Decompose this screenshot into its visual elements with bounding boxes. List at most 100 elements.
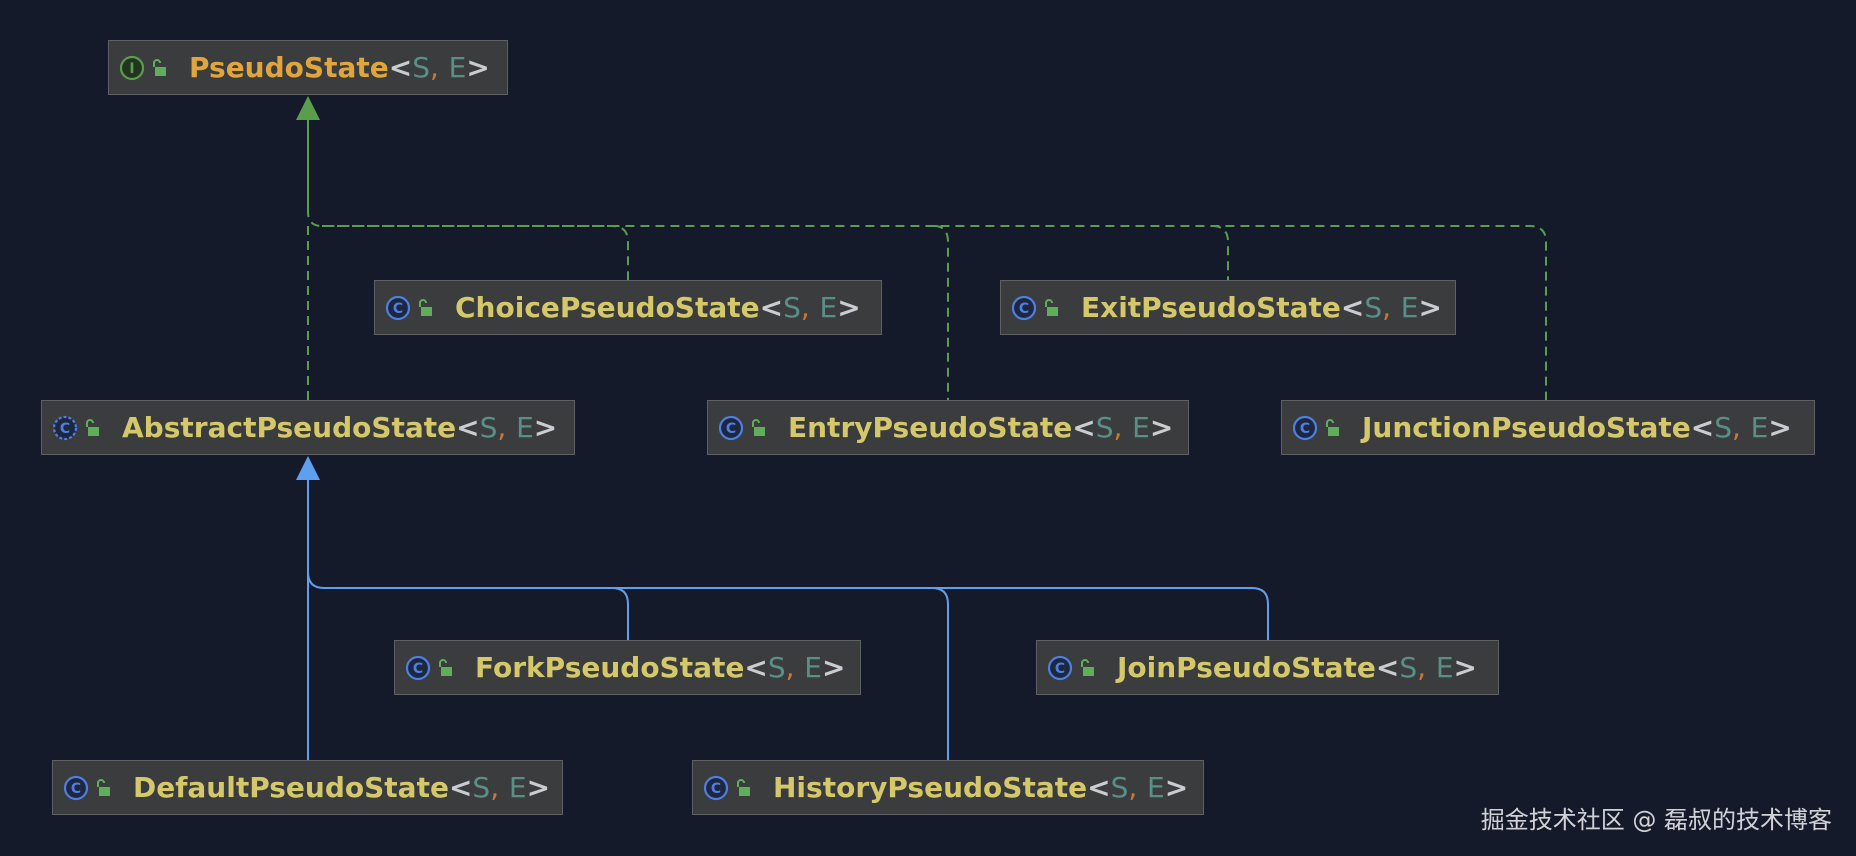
svg-text:C: C [60, 421, 70, 437]
public-visibility-icon [437, 658, 475, 678]
type-param-separator: , [1113, 411, 1123, 444]
generic-open-bracket: < [388, 51, 413, 84]
generic-close-bracket: > [822, 651, 846, 684]
generic-close-bracket: > [1164, 771, 1189, 804]
class-name: ExitPseudoState [1081, 291, 1341, 324]
class-node-choice[interactable]: C ChoicePseudoState<S, E> [374, 280, 882, 335]
class-name: ChoicePseudoState [455, 291, 760, 324]
type-param-separator: , [497, 411, 507, 444]
type-param: S [479, 411, 498, 444]
type-param-separator: , [1732, 411, 1741, 444]
svg-text:C: C [1019, 301, 1029, 317]
svg-text:C: C [1300, 421, 1310, 437]
implements-edge-junction [307, 118, 1547, 400]
type-param: E [448, 51, 467, 84]
svg-text:C: C [393, 301, 403, 317]
class-name: PseudoState [189, 51, 389, 84]
class-name: EntryPseudoState [788, 411, 1073, 444]
generic-close-bracket: > [466, 51, 490, 84]
class-icon: C [405, 655, 437, 681]
class-name: HistoryPseudoState [773, 771, 1088, 804]
extends-edge-join [307, 478, 1269, 640]
public-visibility-icon [1324, 418, 1362, 438]
class-node-junction[interactable]: C JunctionPseudoState<S, E> [1281, 400, 1815, 455]
type-param-separator: , [429, 51, 439, 84]
generic-open-bracket: < [1072, 411, 1096, 444]
svg-text:C: C [726, 421, 736, 437]
type-param-separator: , [1382, 291, 1392, 324]
class-node-fork[interactable]: C ForkPseudoState<S, E> [394, 640, 861, 695]
public-visibility-icon [735, 778, 773, 798]
type-param: S [783, 291, 801, 324]
class-node-entry[interactable]: C EntryPseudoState<S, E> [707, 400, 1189, 455]
watermark: 掘金技术社区 @ 磊叔的技术博客 [1480, 806, 1832, 834]
generic-open-bracket: < [744, 651, 768, 684]
class-name: DefaultPseudoState [133, 771, 449, 804]
generic-close-bracket: > [1149, 411, 1174, 444]
implements-arrowhead [296, 96, 320, 120]
generic-close-bracket: > [1768, 411, 1792, 444]
class-node-pseudo-state[interactable]: I PseudoState<S, E> [108, 40, 508, 95]
type-param: S [1399, 651, 1418, 684]
type-param: E [1132, 411, 1150, 444]
implements-edge-choice [322, 225, 629, 280]
class-name: ForkPseudoState [475, 651, 745, 684]
class-icon: C [1292, 415, 1324, 441]
class-name: JoinPseudoState [1117, 651, 1376, 684]
type-param: E [1147, 771, 1165, 804]
generic-close-bracket: > [837, 291, 861, 324]
generic-open-bracket: < [448, 771, 473, 804]
type-param-separator: , [490, 771, 500, 804]
type-param: E [819, 291, 838, 324]
public-visibility-icon [95, 778, 133, 798]
type-param: E [1750, 411, 1769, 444]
class-icon: C [385, 295, 417, 321]
type-param: S [1095, 411, 1114, 444]
type-param: S [472, 771, 491, 804]
extends-edge-history [931, 587, 949, 760]
class-name: AbstractPseudoState [122, 411, 457, 444]
type-param-separator: , [785, 651, 795, 684]
class-name: JunctionPseudoState [1362, 411, 1691, 444]
generic-open-bracket: < [1340, 291, 1365, 324]
class-node-default[interactable]: C DefaultPseudoState<S, E> [52, 760, 563, 815]
type-param: S [1714, 411, 1733, 444]
type-param: E [804, 651, 822, 684]
generic-open-bracket: < [759, 291, 784, 324]
public-visibility-icon [1043, 298, 1081, 318]
public-visibility-icon [417, 298, 455, 318]
type-param: E [1435, 651, 1454, 684]
generic-open-bracket: < [1690, 411, 1715, 444]
class-icon: C [1047, 655, 1079, 681]
public-visibility-icon [1079, 658, 1117, 678]
class-icon: C [1011, 295, 1043, 321]
extends-edge-fork [324, 587, 629, 640]
implements-edge-entry [933, 225, 949, 400]
interface-icon: I [119, 55, 151, 81]
svg-text:C: C [711, 781, 721, 797]
type-param: S [767, 651, 786, 684]
type-param: E [1400, 291, 1419, 324]
type-param: S [412, 51, 430, 84]
generic-open-bracket: < [1375, 651, 1400, 684]
svg-text:C: C [1055, 661, 1065, 677]
public-visibility-icon [151, 58, 189, 78]
generic-close-bracket: > [533, 411, 558, 444]
type-param-separator: , [800, 291, 810, 324]
type-param-separator: , [1128, 771, 1138, 804]
svg-text:C: C [413, 661, 423, 677]
generic-close-bracket: > [1418, 291, 1442, 324]
type-param: E [508, 771, 527, 804]
abstract-class-icon: C [52, 415, 84, 441]
public-visibility-icon [750, 418, 788, 438]
public-visibility-icon [84, 418, 122, 438]
class-icon: C [63, 775, 95, 801]
generic-close-bracket: > [1453, 651, 1477, 684]
generic-close-bracket: > [526, 771, 551, 804]
